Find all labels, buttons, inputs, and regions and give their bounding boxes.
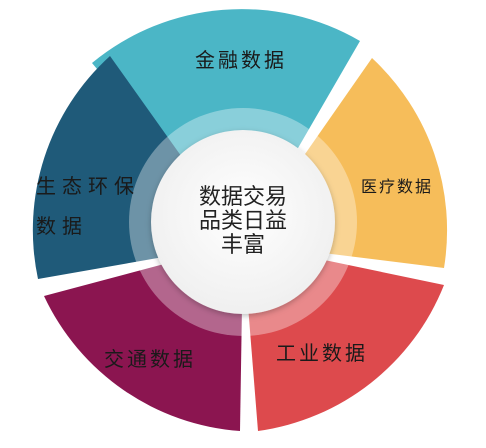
center-line-1: 数据交易: [198, 185, 287, 210]
label-finance: 金融数据: [195, 48, 287, 72]
center-title: 数据交易 品类日益 丰富: [168, 186, 318, 258]
label-eco-line1: 生态环保: [36, 174, 140, 198]
segment-finance: [92, 9, 360, 243]
label-eco-line2: 数据: [36, 214, 88, 238]
label-industry: 工业数据: [276, 341, 368, 365]
label-medical: 医疗数据: [361, 177, 434, 196]
center-line-2: 品类日益: [198, 209, 287, 234]
label-transport: 交通数据: [104, 347, 196, 371]
center-hub: [151, 130, 335, 314]
center-line-3: 丰富: [220, 233, 265, 258]
